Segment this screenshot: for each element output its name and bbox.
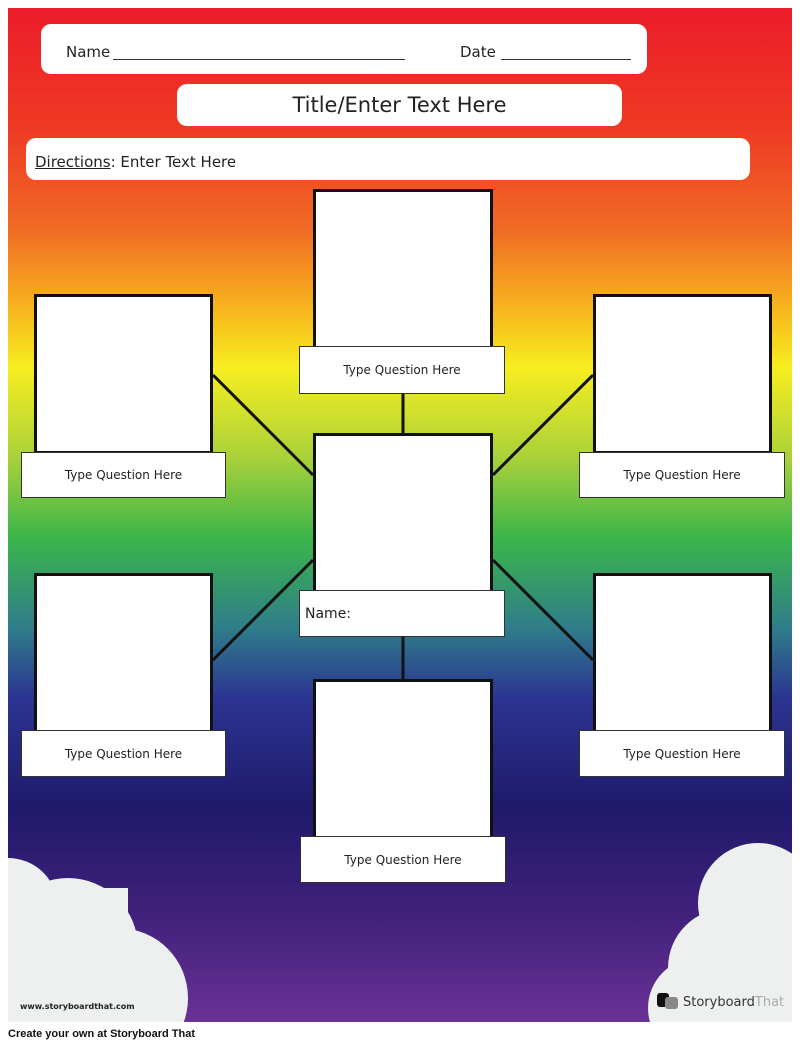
cloud-right-icon (648, 843, 792, 1022)
credit-link[interactable]: Create your own at Storyboard That (8, 1028, 196, 1040)
center-name-label[interactable]: Name: (299, 590, 505, 637)
cloud-left-icon (8, 858, 188, 1022)
name-date-card: Name Date (41, 24, 647, 74)
storyboardthat-logo: StoryboardThat (657, 993, 784, 1011)
directions-text: : Enter Text Here (110, 153, 237, 171)
image-box-left-top[interactable] (34, 294, 213, 454)
connector-left-top (211, 373, 315, 477)
question-bottom[interactable]: Type Question Here (300, 836, 506, 883)
image-box-right-top[interactable] (593, 294, 772, 454)
date-label: Date (460, 43, 496, 61)
date-field[interactable] (501, 59, 631, 60)
question-top[interactable]: Type Question Here (299, 346, 505, 394)
connector-right-bottom (491, 558, 595, 662)
cloud-decorations (8, 843, 792, 1022)
directions-card[interactable]: Directions: Enter Text Here (26, 138, 750, 180)
name-label: Name (66, 43, 111, 61)
directions-label: Directions (35, 153, 111, 171)
image-box-right-bottom[interactable] (593, 573, 772, 733)
connector-lines (211, 373, 595, 679)
question-left-top[interactable]: Type Question Here (21, 452, 226, 498)
logo-accent-text: That (754, 994, 785, 1010)
footer-website: www.storyboardthat.com (20, 1002, 135, 1011)
name-field[interactable] (113, 59, 405, 60)
image-box-top[interactable] (313, 189, 493, 349)
logo-main-text: Storyboard (683, 994, 755, 1010)
question-left-bottom[interactable]: Type Question Here (21, 730, 226, 777)
question-right-bottom[interactable]: Type Question Here (579, 730, 785, 777)
question-right-top[interactable]: Type Question Here (579, 452, 785, 498)
title-card[interactable]: Title/Enter Text Here (177, 84, 622, 126)
image-box-left-bottom[interactable] (34, 573, 213, 733)
image-box-bottom[interactable] (313, 679, 493, 839)
speech-bubble-icon (657, 993, 678, 1009)
connector-left-bottom (211, 558, 315, 662)
connector-right-top (491, 373, 595, 477)
worksheet: Name Date Title/Enter Text Here Directio… (8, 8, 792, 1022)
